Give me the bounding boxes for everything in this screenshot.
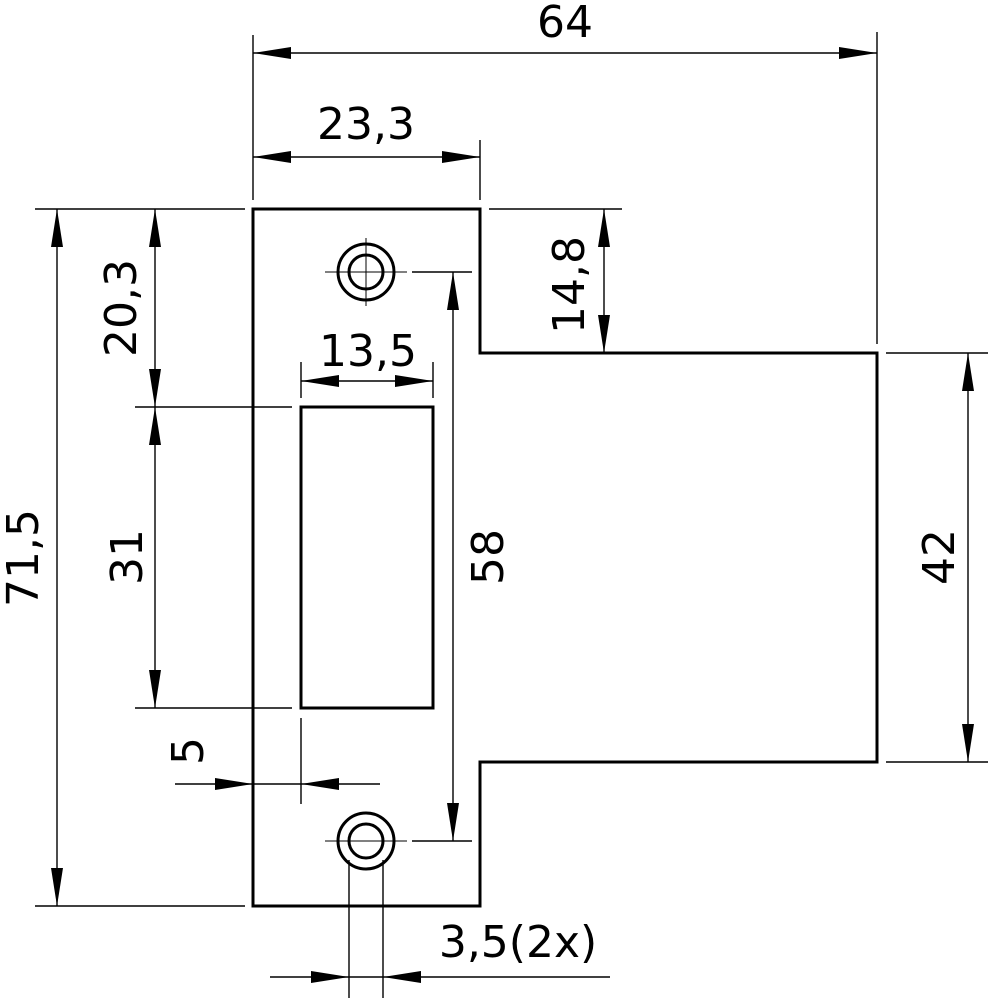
dim-label-narrow-width: 23,3 (317, 99, 415, 150)
dimension-lines (56, 52, 969, 978)
dim-label-slot-height: 31 (102, 529, 153, 585)
arrowheads (51, 47, 974, 983)
dim-label-total-height: 71,5 (0, 509, 49, 607)
dim-label-top-to-slot: 20,3 (96, 259, 147, 357)
dim-label-wide-height: 42 (914, 529, 965, 585)
dim-label-hole-diameter: 3,5(2x) (439, 917, 597, 968)
dim-label-slot-offset: 5 (163, 737, 214, 765)
strike-plate-outline (251, 207, 879, 908)
screw-hole-top (325, 238, 407, 306)
latch-slot (299, 405, 435, 710)
dim-label-hole-spacing: 58 (463, 529, 514, 585)
dim-label-slot-width: 13,5 (319, 326, 417, 377)
screw-hole-bottom (325, 811, 407, 871)
extension-lines (35, 32, 988, 998)
dim-label-total-width: 64 (537, 0, 593, 48)
dim-label-hole-to-step: 14,8 (544, 236, 595, 334)
